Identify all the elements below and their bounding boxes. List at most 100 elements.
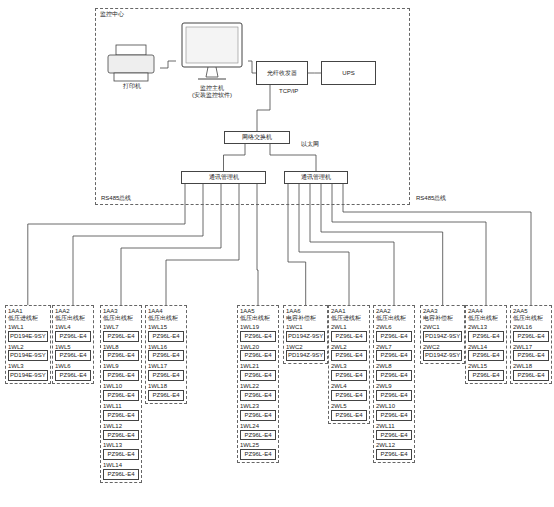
panel-column: 2AA5低压出线柜2WL16PZ96L-E42WL17PZ96L-E42WL18…: [510, 305, 552, 384]
icon-caption: 监控主机(安装监控软件): [176, 85, 248, 99]
meter-tag: 1WL1: [8, 324, 48, 331]
meter-tag: 2WL14: [468, 344, 504, 351]
meter-box: PD194Z-9SY: [423, 350, 462, 361]
meter-box: PZ96L-E4: [376, 370, 412, 381]
meter-tag: 1WL2: [8, 344, 48, 351]
meter-tag: 2WL3: [331, 363, 367, 370]
meter-model: PD194E-9SY: [10, 372, 46, 379]
meter-item: 2WL5PZ96L-E4: [331, 403, 367, 421]
meter-item: 1WC2PD194Z-9SY: [286, 344, 325, 362]
meter-item: 2WL17PZ96L-E4: [513, 344, 549, 362]
meter-item: 2WL12PZ96L-E4: [376, 442, 412, 460]
meter-box: PZ96L-E4: [240, 390, 276, 401]
meter-tag: 1WL8: [103, 344, 139, 351]
meter-item: 1WL21PZ96L-E4: [240, 363, 276, 381]
meter-box: PD194E-9SY: [8, 370, 48, 381]
device-label: 通讯管理机: [301, 174, 331, 181]
meter-tag: 1WL9: [103, 363, 139, 370]
meter-model: PZ96L-E4: [333, 412, 365, 419]
meter-model: PZ96L-E4: [378, 333, 410, 340]
meter-box: PZ96L-E4: [103, 410, 139, 421]
meter-item: 1WL14PZ96L-E4: [103, 462, 139, 480]
device-box: 通讯管理机: [181, 171, 266, 184]
meter-item: 1WL24PZ96L-E4: [240, 423, 276, 441]
meter-model: PZ96L-E4: [378, 412, 410, 419]
connector: [73, 184, 203, 305]
meter-box: PD194Z-9SY: [423, 331, 462, 342]
meter-model: PZ96L-E4: [333, 352, 365, 359]
connector: [308, 73, 321, 74]
panel-column: 1AA1低压进线柜1WL1PD194E-9SY1WL2PD194E-9SY1WL…: [5, 305, 51, 384]
meter-tag: 2WL1: [331, 324, 367, 331]
meter-box: PZ96L-E4: [468, 370, 504, 381]
meter-item: 1WL3PD194E-9SY: [8, 363, 48, 381]
meter-item: 1WL2PD194E-9SY: [8, 344, 48, 362]
meter-item: 2WL11PZ96L-E4: [376, 423, 412, 441]
meter-model: PZ96L-E4: [105, 352, 137, 359]
connector: [310, 184, 394, 305]
panel-name: 1AA3: [103, 308, 139, 315]
meter-item: 2WL10PZ96L-E4: [376, 403, 412, 421]
meter-item: 1WL16PZ96L-E4: [148, 344, 184, 362]
room-title: 监控中心: [100, 11, 405, 18]
meter-model: PZ96L-E4: [515, 333, 547, 340]
meter-box: PZ96L-E4: [331, 331, 367, 342]
panel-column: 1AA4低压出线柜1WL15PZ96L-E41WL16PZ96L-E41WL17…: [145, 305, 187, 404]
panel-name: 1AA4: [148, 308, 184, 315]
meter-item: 2WL3PZ96L-E4: [331, 363, 367, 381]
device-label: 网络交换机: [242, 134, 272, 141]
meter-box: PD194Z-9SY: [286, 331, 325, 342]
meter-item: 1WL7PZ96L-E4: [103, 324, 139, 342]
meter-box: PZ96L-E4: [468, 350, 504, 361]
panel-name: 低压进线柜: [8, 315, 48, 322]
meter-box: PZ96L-E4: [148, 331, 184, 342]
meter-model: PZ96L-E4: [242, 392, 274, 399]
meter-model: PZ96L-E4: [333, 372, 365, 379]
meter-model: PZ96L-E4: [105, 471, 137, 478]
meter-model: PZ96L-E4: [333, 392, 365, 399]
meter-model: PZ96L-E4: [150, 372, 182, 379]
meter-model: PZ96L-E4: [150, 392, 182, 399]
connector: [248, 61, 256, 73]
device-box: 光纤收发器: [256, 61, 308, 85]
meter-tag: 2WL12: [376, 442, 412, 449]
meter-tag: 1WL17: [148, 363, 184, 370]
connector: [257, 85, 270, 131]
meter-tag: 1WL11: [103, 403, 139, 410]
meter-tag: 1WL5: [55, 344, 91, 351]
meter-box: PZ96L-E4: [103, 469, 139, 480]
meter-item: 1WL18PZ96L-E4: [148, 383, 184, 401]
meter-item: 2WL2PZ96L-E4: [331, 344, 367, 362]
panel-name: 低压出线柜: [468, 315, 504, 322]
meter-box: PZ96L-E4: [103, 390, 139, 401]
meter-box: PZ96L-E4: [55, 370, 91, 381]
meter-box: PZ96L-E4: [331, 410, 367, 421]
panel-name: 2AA3: [423, 308, 462, 315]
meter-model: PZ96L-E4: [242, 372, 274, 379]
connector: [166, 184, 239, 305]
meter-model: PZ96L-E4: [105, 432, 137, 439]
meter-item: 1WL1PD194E-9SY: [8, 324, 48, 342]
meter-model: PZ96L-E4: [378, 392, 410, 399]
meter-model: PZ96L-E4: [242, 432, 274, 439]
meter-tag: 2WL18: [513, 363, 549, 370]
meter-box: PZ96L-E4: [55, 331, 91, 342]
printer-icon: [104, 37, 160, 83]
meter-tag: 1WL10: [103, 383, 139, 390]
panel-name: 低压出线柜: [240, 315, 276, 322]
meter-tag: 2WL2: [331, 344, 367, 351]
meter-model: PD194Z-9SY: [425, 333, 460, 340]
meter-box: PZ96L-E4: [331, 390, 367, 401]
meter-tag: 2WL5: [331, 403, 367, 410]
device-box: 网络交换机: [224, 131, 290, 144]
meter-box: PZ96L-E4: [468, 331, 504, 342]
device-label: 监控主机: [176, 85, 248, 92]
meter-item: 2WC1PD194Z-9SY: [423, 324, 462, 342]
meter-item: 2WL9PZ96L-E4: [376, 383, 412, 401]
meter-model: PZ96L-E4: [470, 333, 502, 340]
meter-box: PZ96L-E4: [103, 370, 139, 381]
device-box: 通讯管理机: [284, 171, 348, 184]
meter-model: PZ96L-E4: [470, 352, 502, 359]
meter-tag: 2WL13: [468, 324, 504, 331]
panel-name: 2AA4: [468, 308, 504, 315]
